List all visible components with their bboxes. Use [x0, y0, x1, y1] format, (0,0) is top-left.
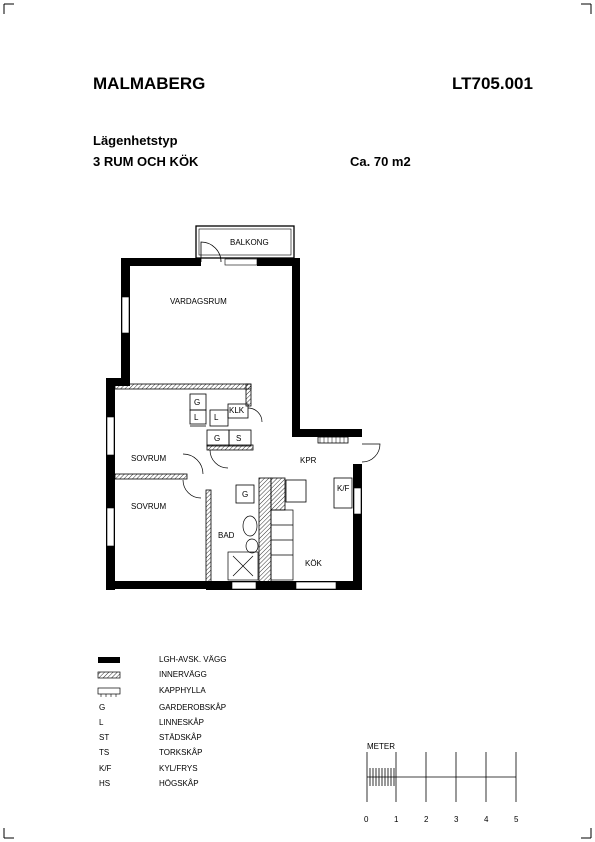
apartment-area: Ca. 70 m2	[350, 154, 411, 169]
legend-text-6: TORKSKÅP	[159, 748, 203, 757]
kitchen-counter	[270, 509, 294, 581]
room-label-balcony: BALKONG	[230, 238, 269, 247]
scale-tick-1: 1	[394, 815, 399, 824]
legend-text-0: LGH-AVSK. VÄGG	[159, 655, 227, 664]
project-code: LT705.001	[452, 74, 533, 93]
room-label-kitchen: KÖK	[305, 559, 322, 568]
scale-tick-2: 2	[424, 815, 429, 824]
room-label-living: VARDAGSRUM	[170, 297, 227, 306]
scale-tick-3: 3	[454, 815, 459, 824]
scale-tick-0: 0	[364, 815, 369, 824]
room-label-hall: KPR	[300, 456, 317, 465]
fixture-g1: G	[194, 398, 201, 407]
windows	[106, 258, 362, 590]
doors	[182, 407, 381, 499]
legend-symbol-4: L	[99, 718, 104, 727]
scale-tick-4: 4	[484, 815, 489, 824]
fixture-g2: G	[214, 434, 221, 443]
legend-text-8: HÖGSKÅP	[159, 779, 199, 788]
legend-symbols	[97, 657, 121, 697]
legend-symbol-7: K/F	[99, 764, 112, 773]
bath-fixtures	[227, 515, 259, 581]
fixture-g3: G	[242, 490, 249, 499]
legend-text-7: KYL/FRYS	[159, 764, 198, 773]
scale-bar	[366, 752, 517, 802]
balcony	[195, 225, 295, 259]
fixture-s1: S	[236, 434, 242, 443]
legend-symbol-6: TS	[99, 748, 110, 757]
legend-text-4: LINNESKÅP	[159, 718, 204, 727]
project-name: MALMABERG	[93, 74, 206, 93]
apartment-type-value: 3 RUM OCH KÖK	[93, 154, 199, 169]
legend-text-5: STÄDSKÅP	[159, 733, 202, 742]
fixture-kf: K/F	[337, 484, 350, 493]
legend-symbol-3: G	[99, 703, 106, 712]
room-label-bath: BAD	[218, 531, 235, 540]
cabinets	[189, 393, 353, 509]
legend-symbol-8: HS	[99, 779, 111, 788]
interior-walls	[114, 383, 286, 583]
legend-text-3: GARDEROBSKÅP	[159, 703, 227, 712]
legend-symbol-5: ST	[99, 733, 110, 742]
legend-text-1: INNERVÄGG	[159, 670, 207, 679]
apartment-type-label: Lägenhetstyp	[93, 133, 178, 148]
coat-rack	[317, 436, 349, 444]
exterior-walls	[106, 258, 362, 590]
room-label-bedroom-1: SOVRUM	[131, 454, 167, 463]
scale-tick-5: 5	[514, 815, 519, 824]
fixture-l1: L	[194, 413, 199, 422]
room-label-bedroom-2: SOVRUM	[131, 502, 167, 511]
fixture-klk: KLK	[229, 406, 245, 415]
legend-text-2: KAPPHYLLA	[159, 686, 206, 695]
scale-label: METER	[367, 742, 395, 751]
fixture-l2: L	[214, 413, 219, 422]
